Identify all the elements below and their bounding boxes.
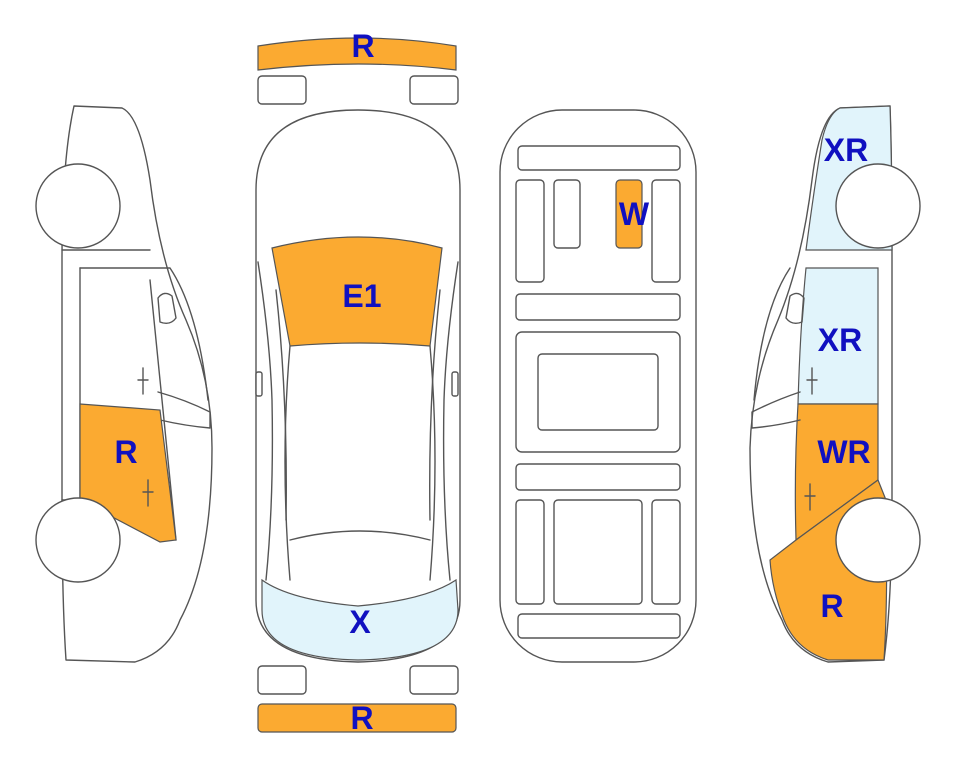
interior-slot-7: [651, 499, 681, 605]
right-front-fender-label: XR: [824, 132, 868, 168]
roof-panel: [615, 179, 643, 249]
left-rear-wheel: [35, 497, 121, 583]
right-rear-door-label: WR: [817, 434, 870, 470]
right-front-door-label: XR: [818, 322, 862, 358]
top-body-side-left: [257, 261, 274, 581]
interior-bottom-bar: [517, 613, 681, 639]
top-view: R E1 X R: [255, 28, 461, 736]
rear-bumper-label: R: [350, 700, 373, 736]
left-side-window: [157, 391, 211, 429]
windshield-panel: [261, 578, 459, 661]
left-side-line-5: [149, 279, 177, 541]
interior-top-bar: [517, 145, 681, 171]
hood-panel: [271, 236, 443, 347]
rear-bumper-panel: [257, 703, 457, 733]
interior-slot-1: [515, 179, 545, 283]
top-mirror-right: [451, 371, 459, 397]
hood-label: E1: [342, 278, 381, 314]
rear-window-top: [289, 530, 431, 541]
left-door-handle-2: [142, 479, 154, 507]
interior-bar-3: [515, 463, 681, 491]
top-inner-line-left: [275, 289, 287, 521]
left-front-wheel: [35, 163, 121, 249]
interior-slot-2: [553, 179, 581, 249]
right-side-window: [751, 391, 801, 429]
right-door-handle-2: [804, 483, 816, 511]
left-door-handle-1: [137, 367, 149, 395]
front-bumper-label: R: [351, 28, 374, 64]
rear-right-lamp: [409, 665, 459, 695]
left-rear-door-label: R: [114, 434, 137, 470]
windshield-label: X: [349, 604, 371, 640]
interior-slot-4: [651, 179, 681, 283]
top-mirror-left: [255, 371, 263, 397]
interior-view: W: [499, 109, 697, 663]
cabin-outline: [284, 345, 436, 581]
interior-mid-inner: [537, 353, 659, 431]
right-side-mirror: [785, 292, 805, 325]
roof-label: W: [619, 196, 650, 232]
front-right-lamp: [409, 75, 459, 105]
interior-slot-6: [553, 499, 643, 605]
front-left-lamp: [257, 75, 307, 105]
top-inner-line-right: [429, 289, 441, 521]
front-bumper-panel: [257, 37, 457, 71]
rear-left-lamp: [257, 665, 307, 695]
interior-slot-5: [515, 499, 545, 605]
right-rear-wheel: [835, 497, 921, 583]
right-rear-fender-label: R: [820, 588, 843, 624]
top-body-side-right: [442, 261, 459, 581]
interior-bar-2: [515, 293, 681, 321]
right-side-view: XR XR WR R: [749, 105, 921, 663]
left-side-line-2: [79, 267, 209, 401]
right-front-wheel: [835, 163, 921, 249]
right-side-line-1: [753, 267, 791, 401]
right-door-handle-1: [806, 367, 818, 395]
left-side-view: R: [35, 105, 213, 663]
left-side-mirror: [157, 292, 177, 325]
